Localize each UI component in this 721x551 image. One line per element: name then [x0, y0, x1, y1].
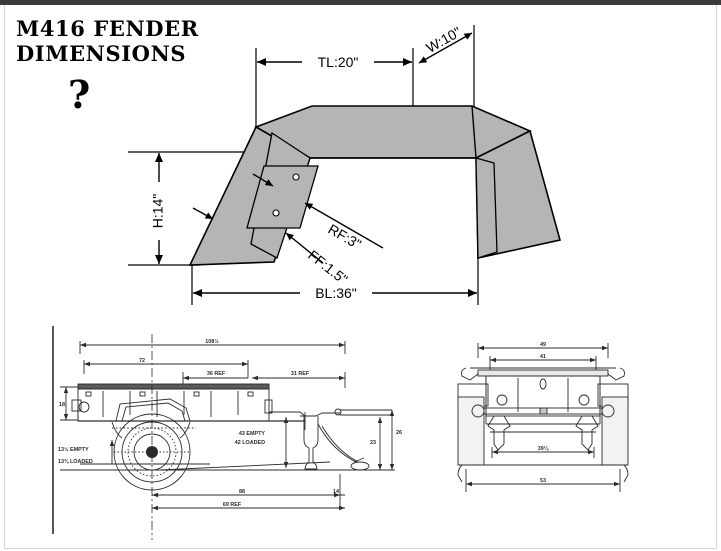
bp-dim-13half-empty: 13½ EMPTY [58, 446, 89, 453]
dim-line-w [418, 32, 473, 64]
leader-line-rf [304, 202, 384, 249]
dimension-rear-flange: RF:3" [304, 202, 384, 252]
title-line-1: M416 FENDER [16, 16, 199, 41]
bp-dim-31ref: 31 REF [291, 371, 310, 377]
dimension-height: H:14" [150, 153, 169, 264]
blueprint-scan: 108½ 72 36 REF 31 REF [52, 326, 629, 540]
dim-label-ff: FF:1.5" [305, 247, 351, 288]
bp-dim-72: 72 [139, 358, 145, 364]
fender-isometric-drawing: TL:20" W:10" H:14" FF:1.5" RF:3" [128, 23, 561, 305]
trailer-side-view: 108½ 72 36 REF 31 REF [52, 326, 402, 540]
title-line-2: DIMENSIONS [16, 41, 187, 66]
bp-dim-69ref: 69 REF [223, 502, 242, 508]
trailer-front-view: 49 41 [457, 342, 629, 492]
page-title: M416 FENDER DIMENSIONS [16, 16, 316, 66]
bp-dim-49: 49 [540, 342, 546, 348]
bolt-hole-lower [272, 209, 280, 217]
bp-dim-39eighth: 39⅛ [538, 446, 549, 452]
bp-dim-42loaded: 42 LOADED [235, 440, 265, 446]
dim-label-bl: BL:36" [315, 285, 357, 301]
bp-dim-26: 26 [396, 430, 402, 436]
fender-right-inner-skirt [475, 157, 498, 259]
dim-label-tl: TL:20" [318, 54, 359, 70]
bp-dim-88: 88 [239, 489, 245, 495]
dimension-bottom-length: BL:36" [193, 283, 477, 302]
dim-label-w: W:10" [423, 23, 463, 55]
fender-body [188, 105, 561, 266]
bp-dim-23: 23 [370, 440, 376, 446]
question-mark-glyph: ? [68, 72, 91, 117]
dim-label-bg-h [150, 182, 169, 240]
flange-thickness-pointer [192, 173, 274, 220]
leader-line-ff [285, 232, 324, 264]
pointer-inner-flange [252, 173, 274, 187]
bp-dim-53: 53 [540, 478, 546, 484]
fender-fold-crease [471, 105, 477, 159]
bp-dim-41: 41 [540, 354, 546, 360]
bp-dim-18: 18 [59, 402, 65, 408]
bp-dim-13eighth-loaded: 13⅜ LOADED [58, 459, 93, 465]
dimension-width: W:10" [418, 23, 473, 64]
bolt-hole-upper [292, 173, 300, 181]
bp-dim-14: 14 [333, 489, 339, 495]
dimension-top-length: TL:20" [257, 52, 412, 71]
bp-dim-108: 108½ [205, 338, 219, 345]
dim-label-bg-tl [302, 52, 374, 71]
top-strip [0, 0, 721, 5]
bp-dim-43empty: 43 EMPTY [239, 431, 265, 437]
dim-label-bg-bl [300, 283, 372, 302]
pointer-outer-skirt [192, 207, 214, 220]
bp-dim-36ref: 36 REF [207, 371, 226, 377]
dim-label-h: H:14" [150, 194, 166, 229]
